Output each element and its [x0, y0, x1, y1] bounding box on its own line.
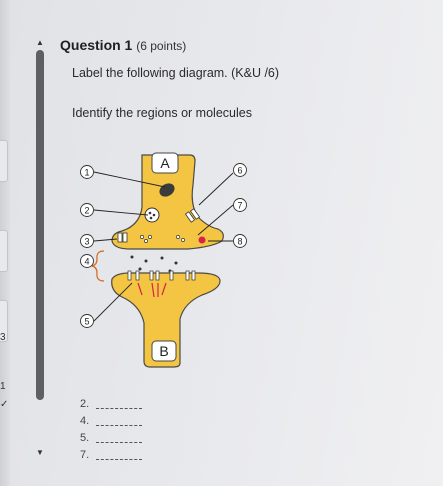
answer-blank[interactable] [96, 459, 142, 460]
answer-number: 2. [80, 398, 90, 410]
postsynaptic-neuron [111, 272, 221, 368]
answer-blank[interactable] [96, 442, 142, 443]
question-prompt: Identify the regions or molecules [72, 106, 252, 120]
marker-8: 8 [233, 234, 247, 248]
left-panel-mark: 1 [0, 381, 6, 392]
svg-text:5: 5 [84, 317, 89, 327]
answer-row[interactable]: 7. [80, 449, 160, 466]
label-b: B [159, 343, 168, 359]
reuptake-channel [184, 211, 196, 223]
left-panel-card[interactable] [0, 140, 8, 182]
answer-number: 5. [80, 432, 90, 444]
autoreceptor [198, 236, 206, 244]
synapse-diagram: A [80, 152, 247, 368]
left-panel-card[interactable] [0, 300, 8, 342]
scroll-down-icon[interactable]: ▼ [36, 448, 44, 457]
answer-row[interactable]: 2. [80, 398, 160, 415]
scrollbar[interactable] [36, 50, 44, 400]
answer-number: 4. [80, 415, 90, 427]
left-panel-card[interactable] [0, 230, 8, 272]
scroll-up-icon[interactable]: ▲ [36, 38, 44, 47]
answer-row[interactable]: 4. [80, 415, 160, 432]
answer-list: 2. 4. 5. 7. [80, 398, 160, 466]
svg-text:3: 3 [84, 237, 89, 247]
question-number: Question 1 [60, 37, 133, 53]
svg-text:6: 6 [237, 166, 242, 176]
svg-text:1: 1 [84, 168, 89, 178]
question-title: Question 1 (6 points) [60, 37, 186, 53]
svg-text:4: 4 [84, 257, 89, 267]
marker-5: 5 [80, 314, 94, 328]
synaptic-cleft-bracket [91, 250, 105, 282]
svg-text:7: 7 [237, 201, 242, 211]
marker-3: 3 [80, 234, 94, 248]
marker-1: 1 [80, 165, 94, 179]
left-panel-mark: 3 [0, 332, 6, 343]
marker-2: 2 [80, 203, 94, 217]
label-a: A [160, 155, 170, 171]
answer-blank[interactable] [96, 408, 142, 409]
answer-number: 7. [80, 449, 90, 461]
label-a-box [151, 152, 179, 174]
question-instruction: Label the following diagram. (K&U /6) [72, 66, 280, 80]
marker-4: 4 [80, 254, 94, 268]
svg-text:8: 8 [237, 237, 242, 247]
marker-6: 6 [233, 163, 247, 177]
question-points: (6 points) [136, 39, 187, 53]
answer-row[interactable]: 5. [80, 432, 160, 449]
receptor [127, 270, 132, 281]
marker-7: 7 [233, 198, 247, 212]
svg-text:2: 2 [84, 206, 89, 216]
left-panel-edge: 3 1 ✓ [0, 0, 10, 486]
label-b-box [151, 340, 177, 362]
left-panel-mark: ✓ [0, 399, 9, 410]
answer-blank[interactable] [96, 425, 142, 426]
